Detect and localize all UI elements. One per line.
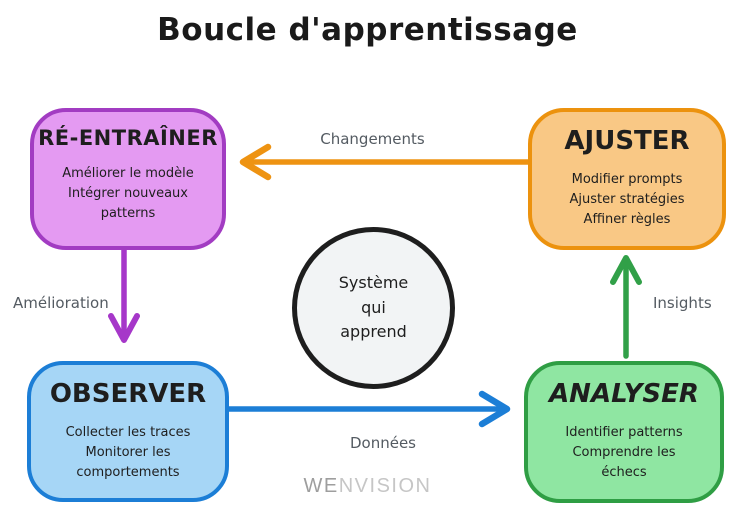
node-retrain-body: Améliorer le modèle Intégrer nouveaux pa… xyxy=(62,166,194,222)
node-retrain-title: RÉ-ENTRAÎNER xyxy=(38,126,218,150)
wenvision-logo: WENVISION xyxy=(0,475,735,498)
node-observe-body: Collecter les traces Monitorer les compo… xyxy=(65,424,191,480)
page-title: Boucle d'apprentissage xyxy=(157,12,578,48)
node-analyse-body: Identifier patterns Comprendre les échec… xyxy=(565,424,683,480)
node-analyse: ANALYSER Identifier patterns Comprendre … xyxy=(524,361,724,503)
arrow-insights-head-icon xyxy=(610,255,642,285)
node-adjust-body: Modifier prompts Ajuster stratégies Affi… xyxy=(569,171,685,227)
node-retrain: RÉ-ENTRAÎNER Améliorer le modèle Intégre… xyxy=(30,108,226,250)
node-observe-title: OBSERVER xyxy=(49,379,207,409)
arrow-changements-head-icon xyxy=(239,143,272,181)
node-adjust: AJUSTER Modifier prompts Ajuster stratég… xyxy=(528,108,726,250)
edge-label-changements: Changements xyxy=(320,130,425,148)
center-circle-label: Système qui apprend xyxy=(338,272,409,342)
wenvision-logo-nvision: NVISION xyxy=(338,475,432,497)
node-observe: OBSERVER Collecter les traces Monitorer … xyxy=(27,361,229,502)
edge-label-insights: Insights xyxy=(653,294,712,312)
center-circle: Système qui apprend xyxy=(292,227,455,389)
node-analyse-title: ANALYSER xyxy=(549,379,699,409)
edge-label-donnees: Données xyxy=(349,434,416,452)
arrow-donnees-head-icon xyxy=(478,390,511,428)
edge-label-amelioration: Amélioration xyxy=(13,294,109,312)
node-adjust-title: AJUSTER xyxy=(564,126,690,156)
arrow-amelioration-head-icon xyxy=(108,313,140,343)
wenvision-logo-we: WE xyxy=(303,475,339,497)
